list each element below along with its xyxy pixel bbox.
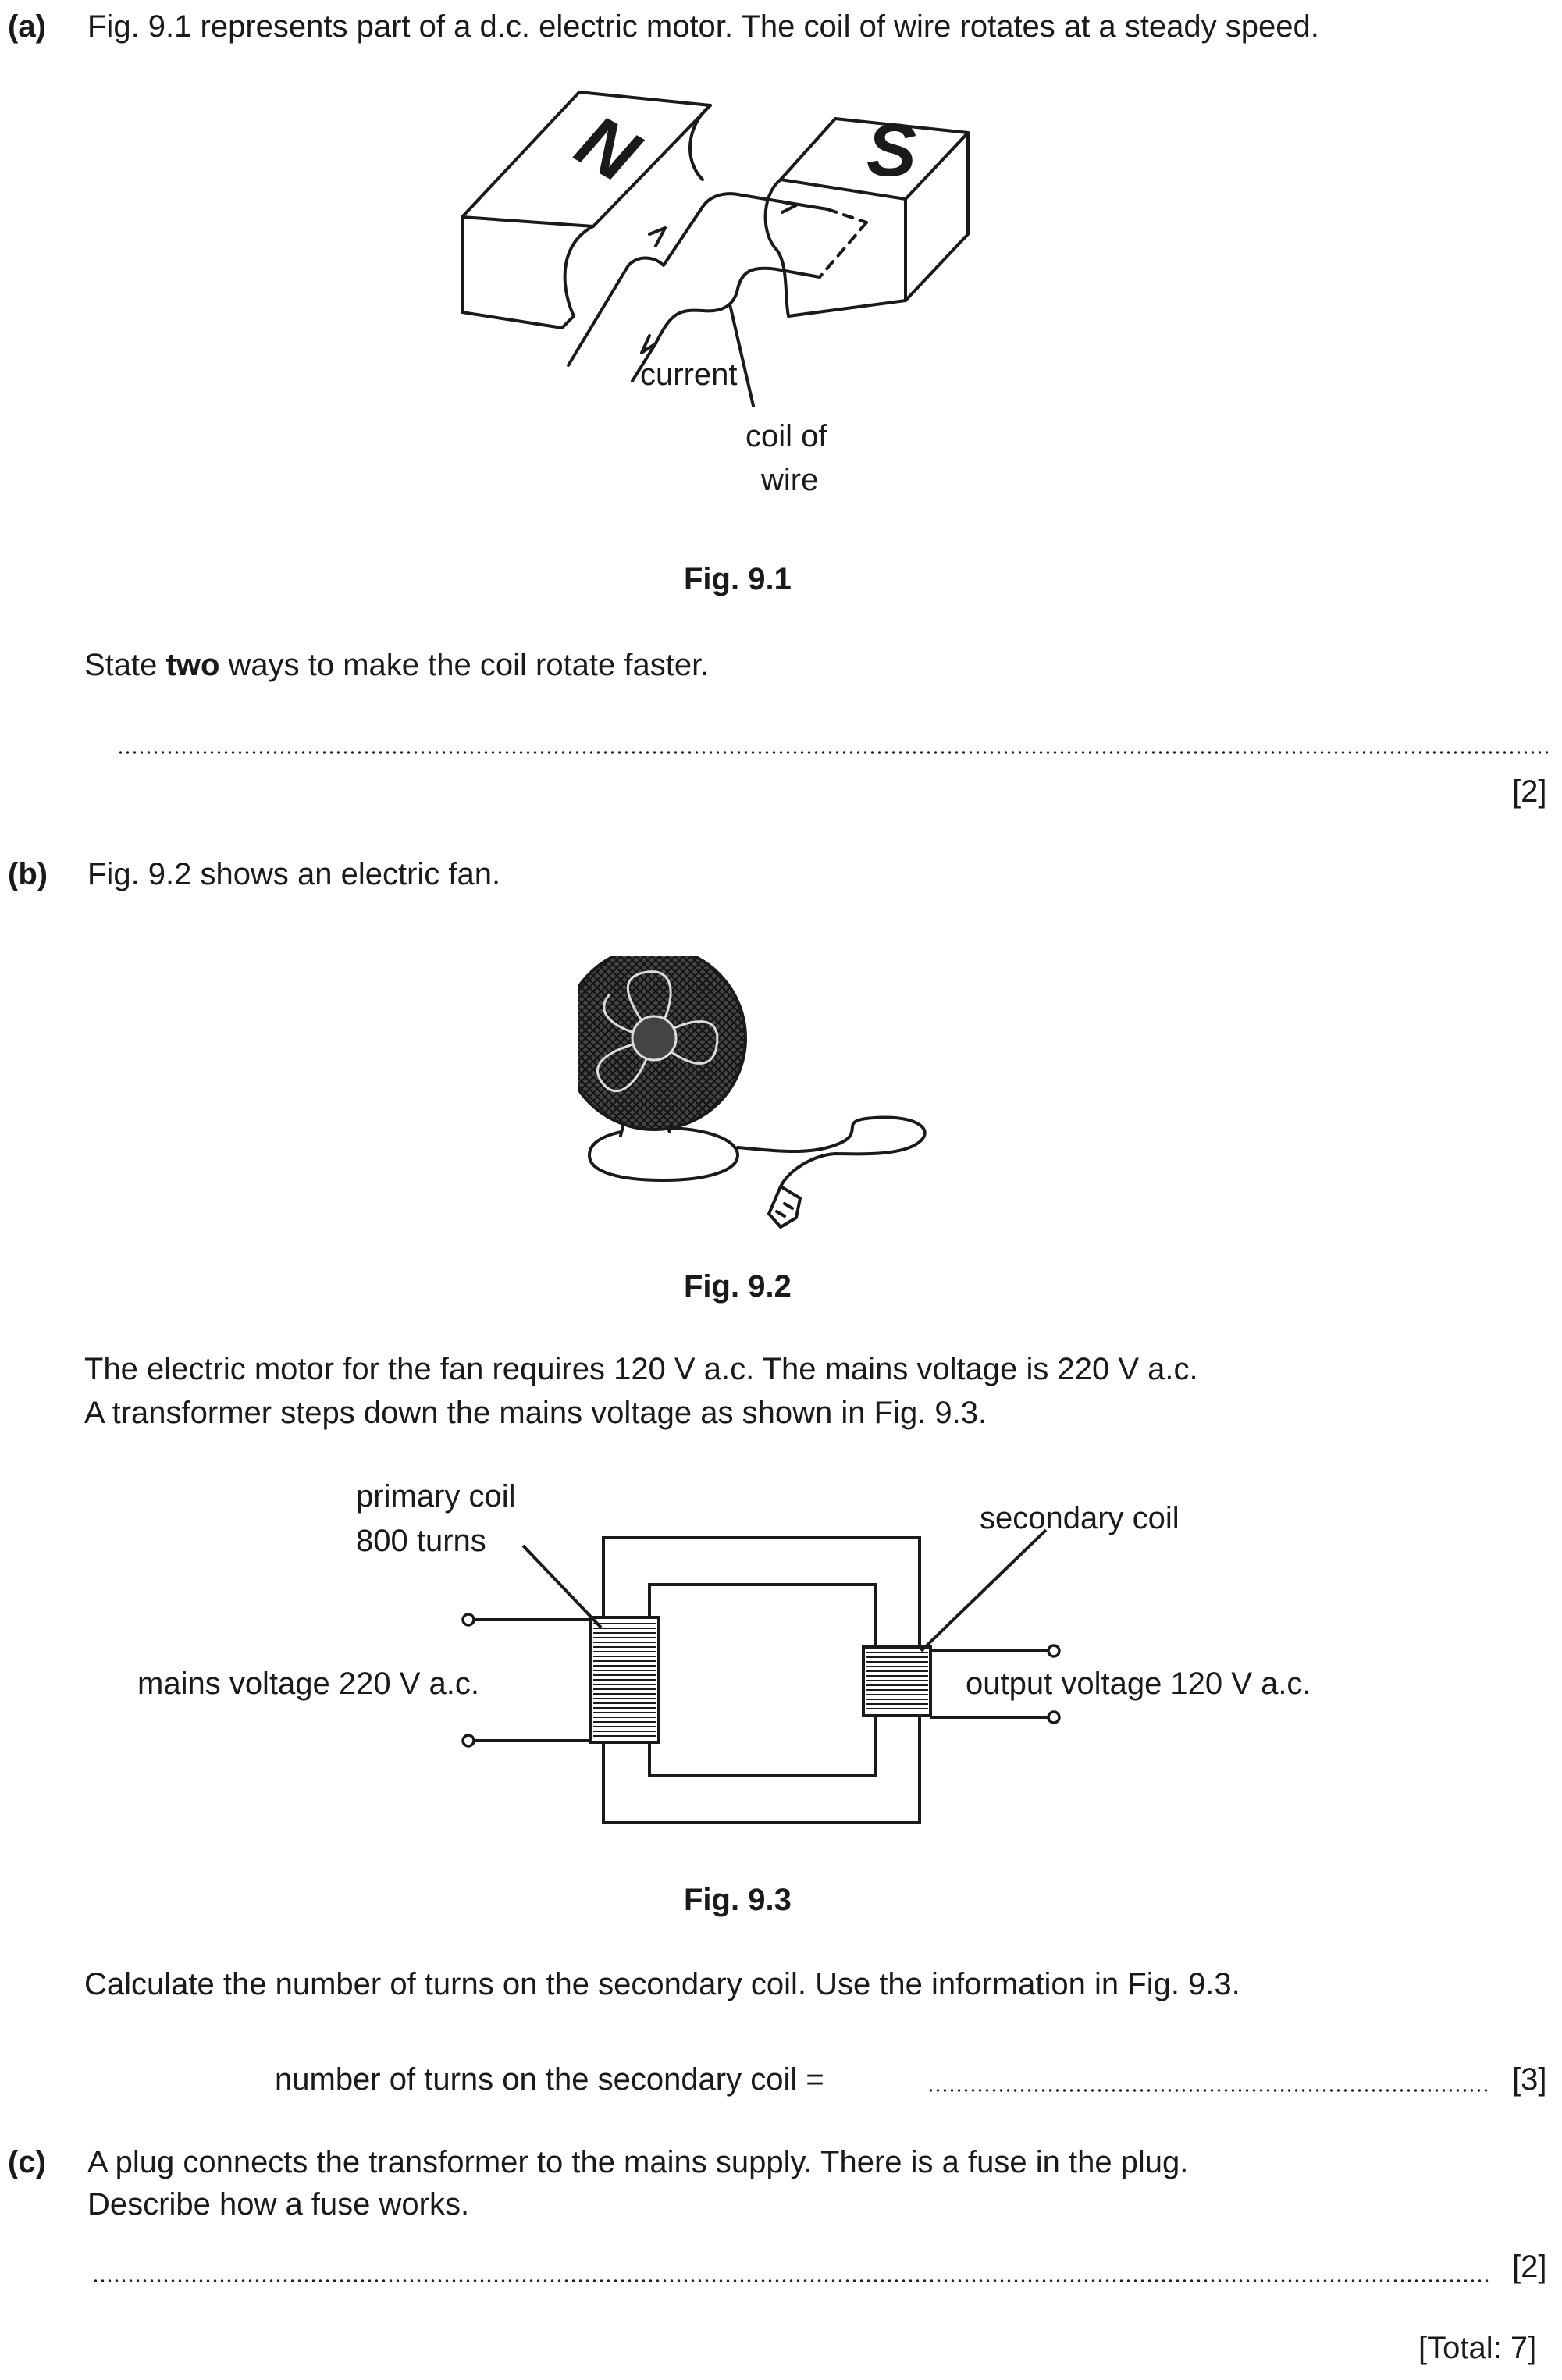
part-a-marks: [2]	[1512, 774, 1547, 809]
part-b-intro: Fig. 9.2 shows an electric fan.	[87, 857, 501, 891]
fan-base	[588, 1126, 739, 1182]
part-b-text-line1: The electric motor for the fan requires …	[84, 1352, 1198, 1386]
fig-9-2-caption: Fig. 9.2	[684, 1269, 792, 1304]
motor-diagram: N S current coil of wire	[461, 91, 970, 497]
current-label: current	[640, 358, 738, 392]
part-a-question: State two ways to make the coil rotate f…	[84, 648, 710, 682]
fan-cable	[736, 1115, 927, 1188]
transformer-diagram: primary coil 800 turns secondary coil ma…	[137, 1479, 1311, 1824]
part-a-answer-line[interactable]	[117, 751, 1552, 754]
transformer-core-inner	[648, 1583, 877, 1777]
part-c-answer-line[interactable]	[92, 2279, 1491, 2282]
mains-voltage-label: mains voltage 220 V a.c.	[137, 1667, 479, 1701]
primary-terminal-top	[461, 1613, 475, 1627]
part-b-text-line2: A transformer steps down the mains volta…	[84, 1396, 987, 1430]
answer-label: number of turns on the secondary coil =	[275, 2062, 824, 2097]
primary-terminal-bottom	[461, 1734, 475, 1748]
fig-9-1-caption: Fig. 9.1	[684, 562, 792, 596]
part-b-answer-line[interactable]	[927, 2089, 1491, 2092]
part-b-question: Calculate the number of turns on the sec…	[84, 1967, 1240, 2001]
part-c-label: (c)	[8, 2145, 46, 2179]
part-b-marks: [3]	[1512, 2062, 1547, 2097]
coil-label-line1: coil of	[745, 419, 827, 454]
part-a-intro: Fig. 9.1 represents part of a d.c. elect…	[87, 9, 1319, 44]
fig-9-3-caption: Fig. 9.3	[684, 1883, 792, 1917]
part-a-label: (a)	[8, 9, 46, 44]
output-voltage-label: output voltage 120 V a.c.	[966, 1667, 1311, 1701]
total-marks: [Total: 7]	[1418, 2331, 1537, 2365]
south-letter: S	[866, 109, 916, 192]
part-c-marks: [2]	[1512, 2250, 1547, 2284]
part-c-text-line1: A plug connects the transformer to the m…	[87, 2145, 1189, 2179]
secondary-terminal-top	[1047, 1644, 1061, 1658]
part-c-text-line2: Describe how a fuse works.	[87, 2187, 470, 2222]
primary-coil-label-line2: 800 turns	[356, 1524, 486, 1558]
fan-illustration	[578, 956, 927, 1229]
secondary-terminal-bottom	[1047, 1710, 1061, 1724]
primary-coil-label-line1: primary coil	[356, 1479, 515, 1514]
coil-wire	[567, 192, 829, 367]
secondary-coil-label: secondary coil	[980, 1501, 1180, 1535]
part-b-label: (b)	[8, 857, 48, 891]
coil-label-line2: wire	[760, 463, 818, 497]
fan-plug	[767, 1185, 802, 1229]
